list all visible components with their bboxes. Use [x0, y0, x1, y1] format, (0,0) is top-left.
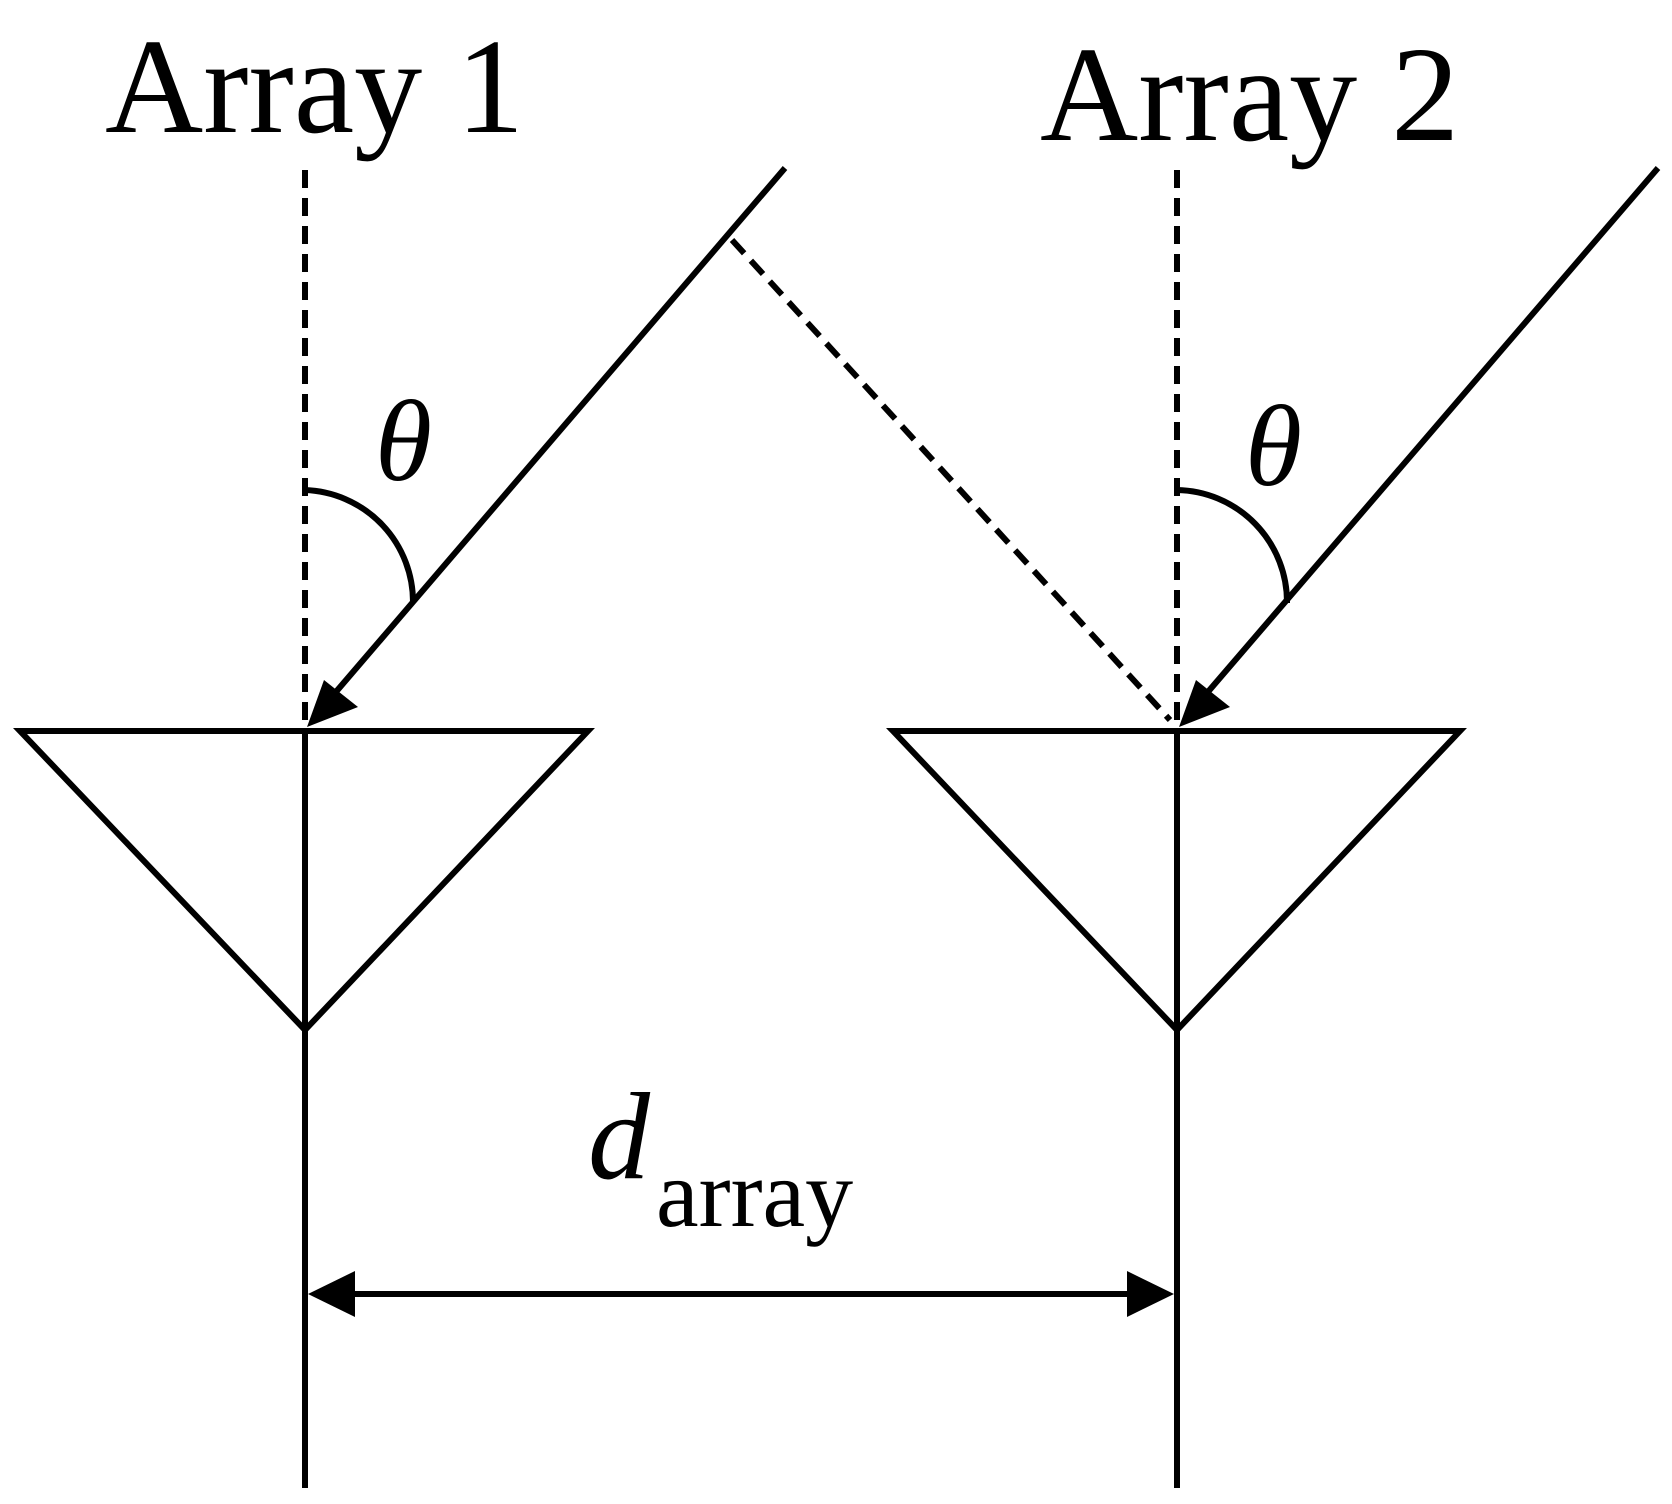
- distance-label: darray: [588, 1068, 853, 1247]
- array-1-angle-arc: [304, 487, 417, 604]
- array-1-label: Array 1: [105, 12, 524, 162]
- distance-arrowhead-right: [1127, 1271, 1174, 1317]
- array-2-incident-ray: [1204, 166, 1661, 695]
- wavefront-path-difference: [729, 237, 1173, 723]
- array-1-theta: θ: [375, 378, 432, 506]
- distance-arrowhead-left: [308, 1271, 355, 1317]
- array-1-arrowhead: [307, 680, 358, 727]
- array-2-theta: θ: [1245, 383, 1302, 511]
- array-2-angle-arc: [1176, 487, 1291, 604]
- array-1-incident-ray: [332, 166, 788, 695]
- distance-symbol: d: [588, 1068, 651, 1205]
- distance-subscript: array: [656, 1140, 853, 1247]
- array-2-label: Array 2: [1040, 20, 1459, 170]
- array-2-arrowhead: [1179, 680, 1230, 727]
